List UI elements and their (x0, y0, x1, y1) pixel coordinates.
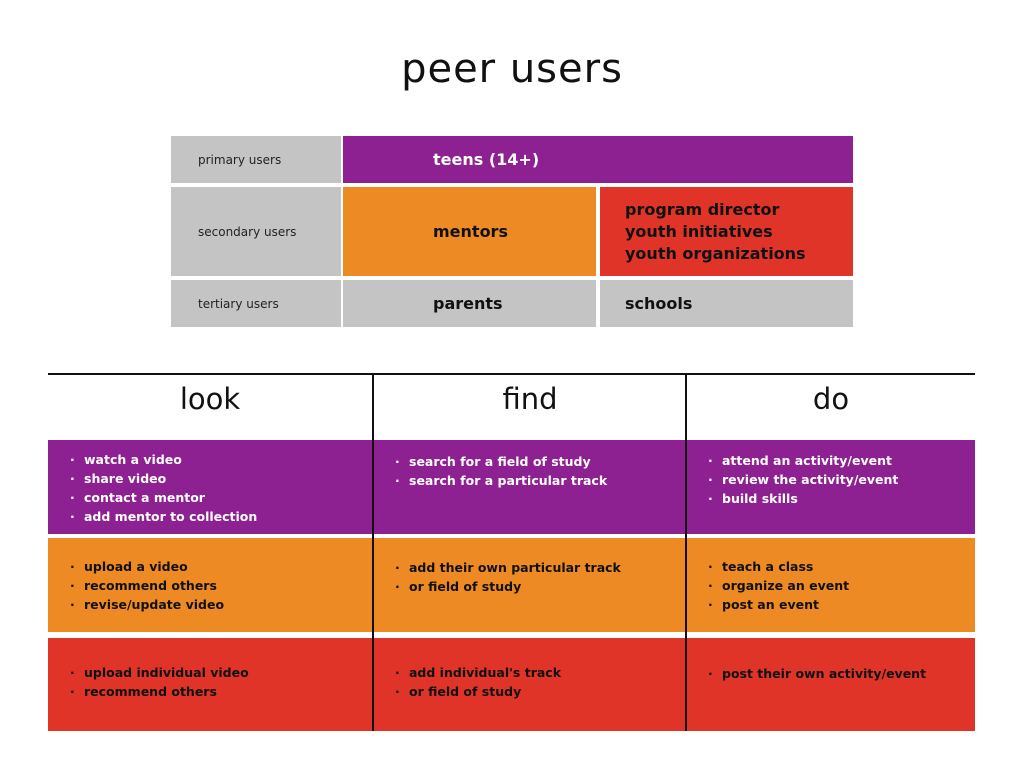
grid-secondary-look: upload a videorecommend othersrevise/upd… (48, 538, 373, 632)
list-item: search for a field of study (395, 452, 687, 471)
grid-tertiary-look: upload individual videorecommend others (48, 638, 373, 731)
list-item: add mentor to collection (70, 507, 373, 526)
list-item: attend an activity/event (708, 451, 975, 470)
column-header-look: look (179, 382, 241, 416)
tertiary-users-schools: schools (600, 280, 853, 327)
list-item: organize an event (708, 576, 975, 595)
list-item: revise/update video (70, 595, 373, 614)
list-item: add individual's track (395, 663, 687, 682)
primary-users-label: primary users (171, 136, 341, 183)
grid-secondary-find: add their own particular trackor field o… (373, 538, 687, 632)
list-item: contact a mentor (70, 488, 373, 507)
secondary-users-program: program director youth initiatives youth… (600, 187, 853, 276)
list-item: teach a class (708, 557, 975, 576)
list-item: or field of study (395, 577, 687, 596)
list-item: review the activity/event (708, 470, 975, 489)
list-item: recommend others (70, 682, 373, 701)
list-item: share video (70, 469, 373, 488)
grid-primary-find: search for a field of studysearch for a … (373, 440, 687, 534)
tertiary-users-parents: parents (343, 280, 596, 327)
secondary-users-mentors: mentors (343, 187, 596, 276)
secondary-users-label: secondary users (171, 187, 341, 276)
grid-primary-do: attend an activity/eventreview the activ… (686, 440, 975, 534)
grid-secondary-do: teach a classorganize an eventpost an ev… (686, 538, 975, 632)
column-header-find: find (502, 382, 558, 416)
tertiary-users-label: tertiary users (171, 280, 341, 327)
matrix-top-rule (48, 373, 975, 375)
list-item: post an event (708, 595, 975, 614)
page-title: peer users (401, 46, 623, 92)
matrix-divider-2 (685, 374, 687, 731)
list-item: post their own activity/event (708, 664, 975, 683)
list-item: recommend others (70, 576, 373, 595)
grid-tertiary-find: add individual's trackor field of study (373, 638, 687, 731)
grid-primary-look: watch a videoshare videocontact a mentor… (48, 440, 373, 534)
list-item: watch a video (70, 450, 373, 469)
list-item: build skills (708, 489, 975, 508)
primary-users-value: teens (14+) (343, 136, 853, 183)
matrix-divider-1 (372, 374, 374, 731)
list-item: or field of study (395, 682, 687, 701)
list-item: upload individual video (70, 663, 373, 682)
list-item: search for a particular track (395, 471, 687, 490)
list-item: upload a video (70, 557, 373, 576)
column-header-do: do (812, 382, 850, 416)
grid-tertiary-do: post their own activity/event (686, 638, 975, 731)
list-item: add their own particular track (395, 558, 687, 577)
